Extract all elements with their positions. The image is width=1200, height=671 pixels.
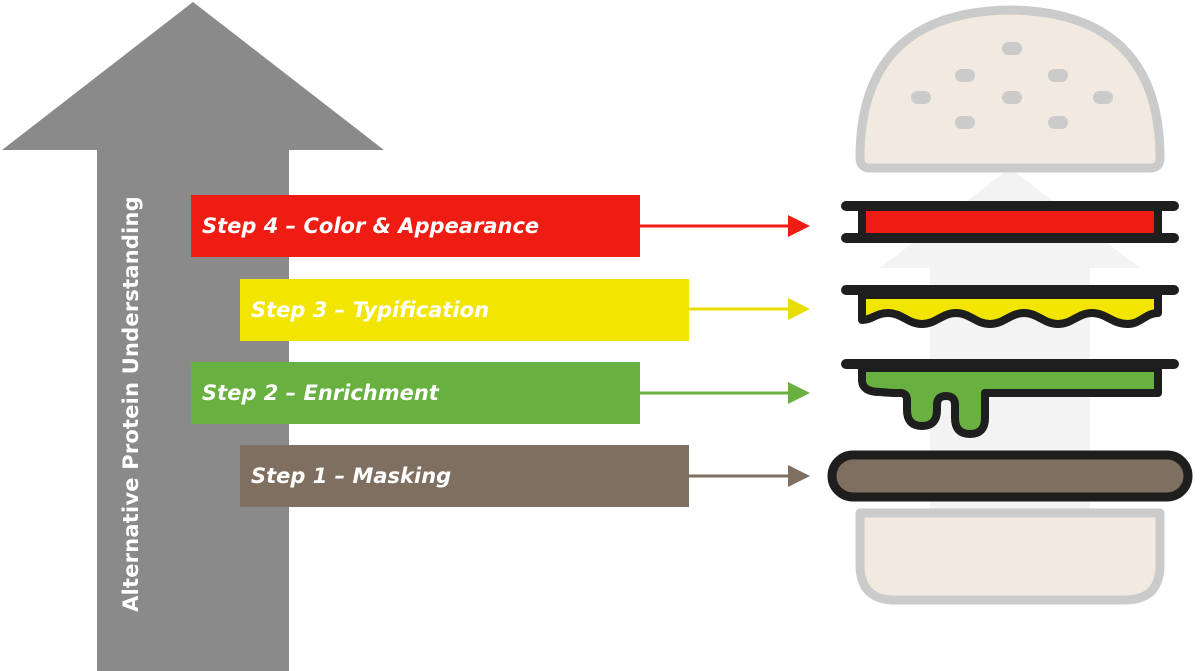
- axis-label: Alternative Protein Understanding: [119, 196, 143, 612]
- step-4-label: Step 4 – Color & Appearance: [202, 214, 540, 238]
- step-4-box: Step 4 – Color & Appearance: [191, 195, 640, 257]
- step-3-label: Step 3 – Typification: [251, 298, 490, 322]
- step-1-box: Step 1 – Masking: [240, 445, 689, 507]
- step-3-box: Step 3 – Typification: [240, 279, 689, 341]
- step-2-box: Step 2 – Enrichment: [191, 362, 640, 424]
- step-1-label: Step 1 – Masking: [251, 464, 452, 488]
- step-2-label: Step 2 – Enrichment: [202, 381, 439, 405]
